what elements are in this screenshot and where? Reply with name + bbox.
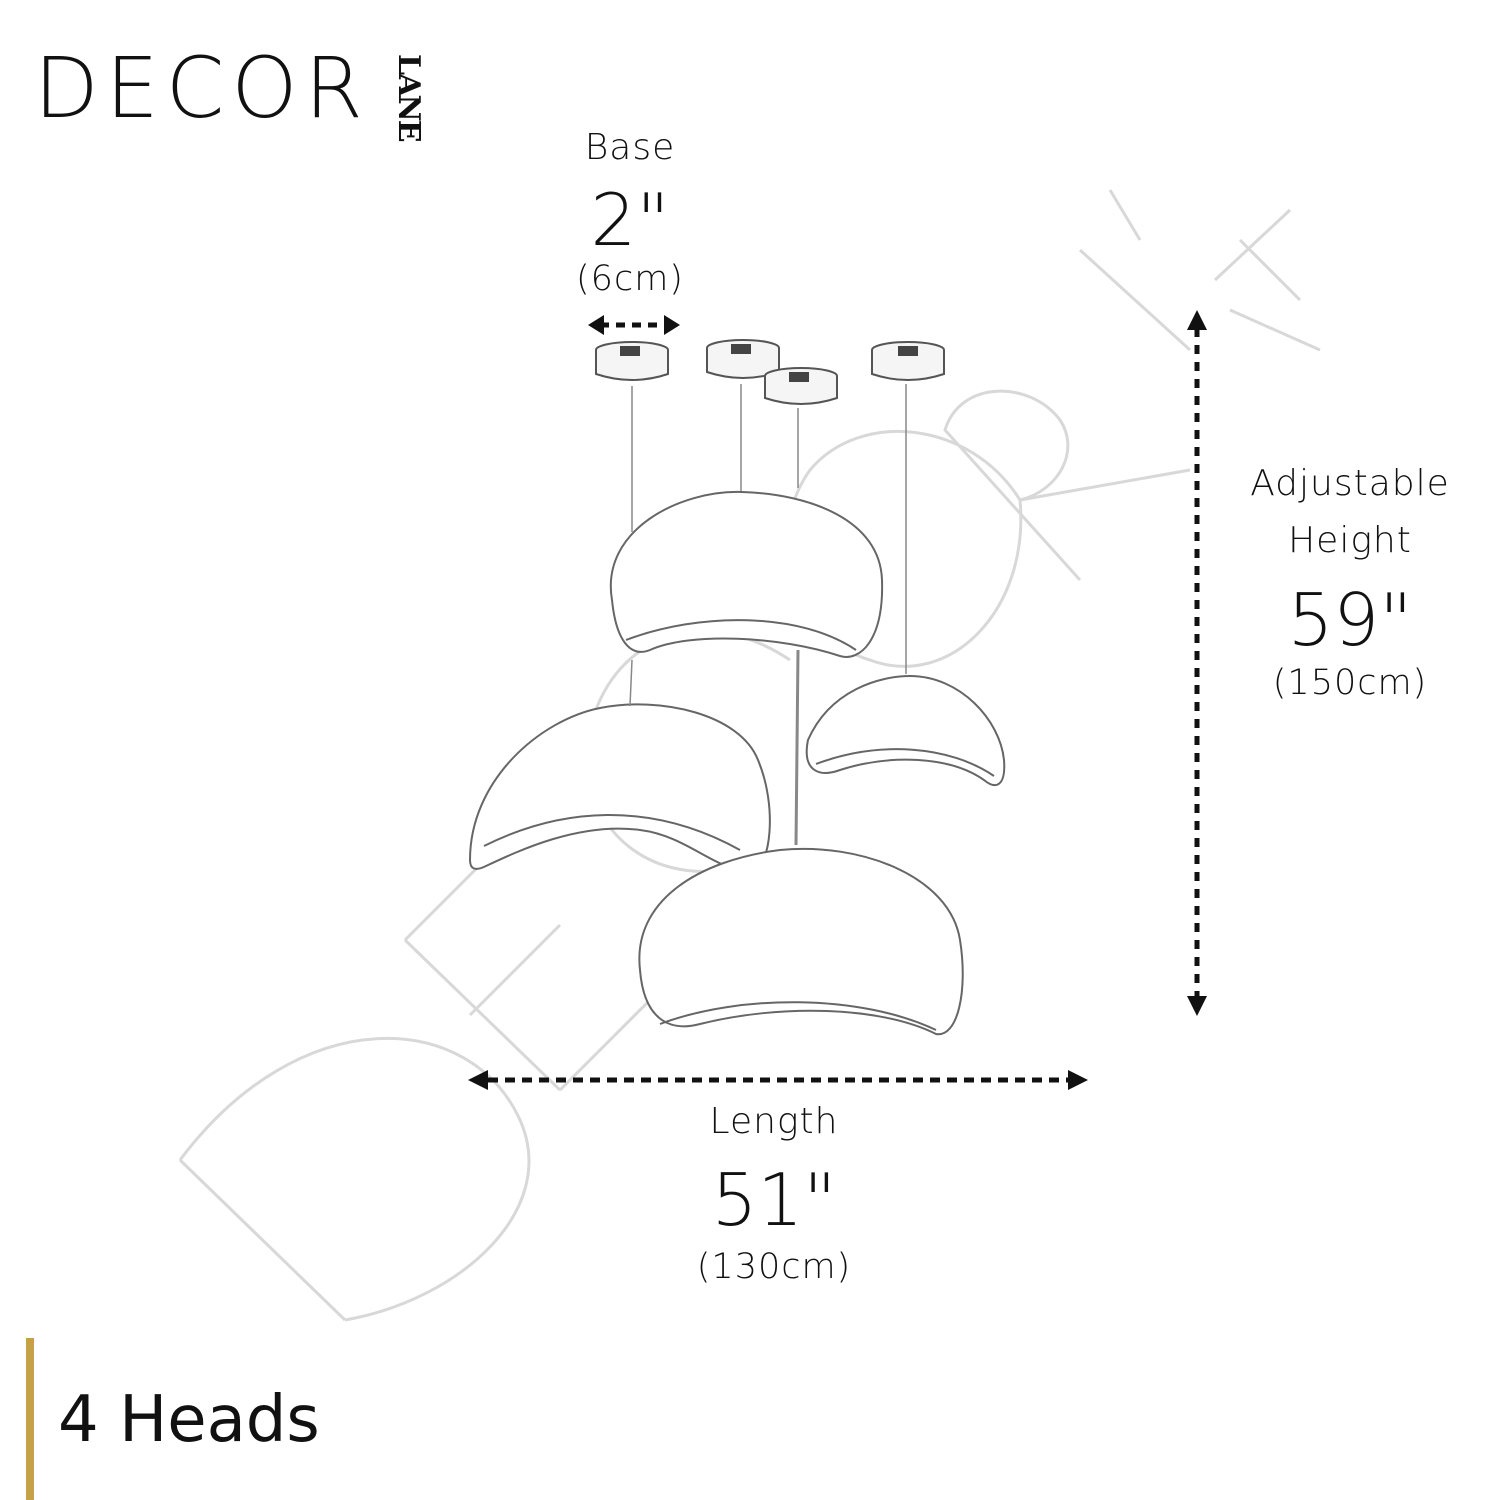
base-arrow bbox=[588, 315, 680, 335]
brand-logo: DECOR bbox=[34, 39, 370, 137]
ceiling-canopy-icon bbox=[620, 346, 640, 356]
height-label-line2: Height bbox=[1288, 520, 1412, 561]
height-metric: (150cm) bbox=[1272, 663, 1428, 703]
canopy-3 bbox=[764, 367, 838, 846]
base-metric: (6cm) bbox=[576, 259, 684, 299]
length-metric: (130cm) bbox=[696, 1247, 852, 1287]
height-value: 59" bbox=[1287, 578, 1413, 662]
watermark-decor-lane bbox=[178, 189, 1321, 1322]
height-arrow bbox=[1187, 310, 1207, 1016]
length-value: 51" bbox=[711, 1158, 837, 1242]
length-label: Length bbox=[709, 1101, 839, 1142]
length-arrow bbox=[468, 1070, 1088, 1090]
canopy-2 bbox=[706, 339, 780, 492]
pendant-shade-icon bbox=[468, 490, 1006, 1036]
base-value: 2" bbox=[590, 178, 670, 262]
canopy-1 bbox=[595, 341, 669, 532]
canopy-4 bbox=[871, 341, 945, 674]
brand-logo-sub: LANE bbox=[391, 54, 426, 141]
base-label: Base bbox=[584, 127, 676, 168]
double-arrow-icon bbox=[588, 315, 604, 335]
height-label-line1: Adjustable bbox=[1250, 463, 1450, 504]
accent-bar bbox=[26, 1338, 34, 1500]
heads-caption: 4 Heads bbox=[58, 1383, 320, 1457]
